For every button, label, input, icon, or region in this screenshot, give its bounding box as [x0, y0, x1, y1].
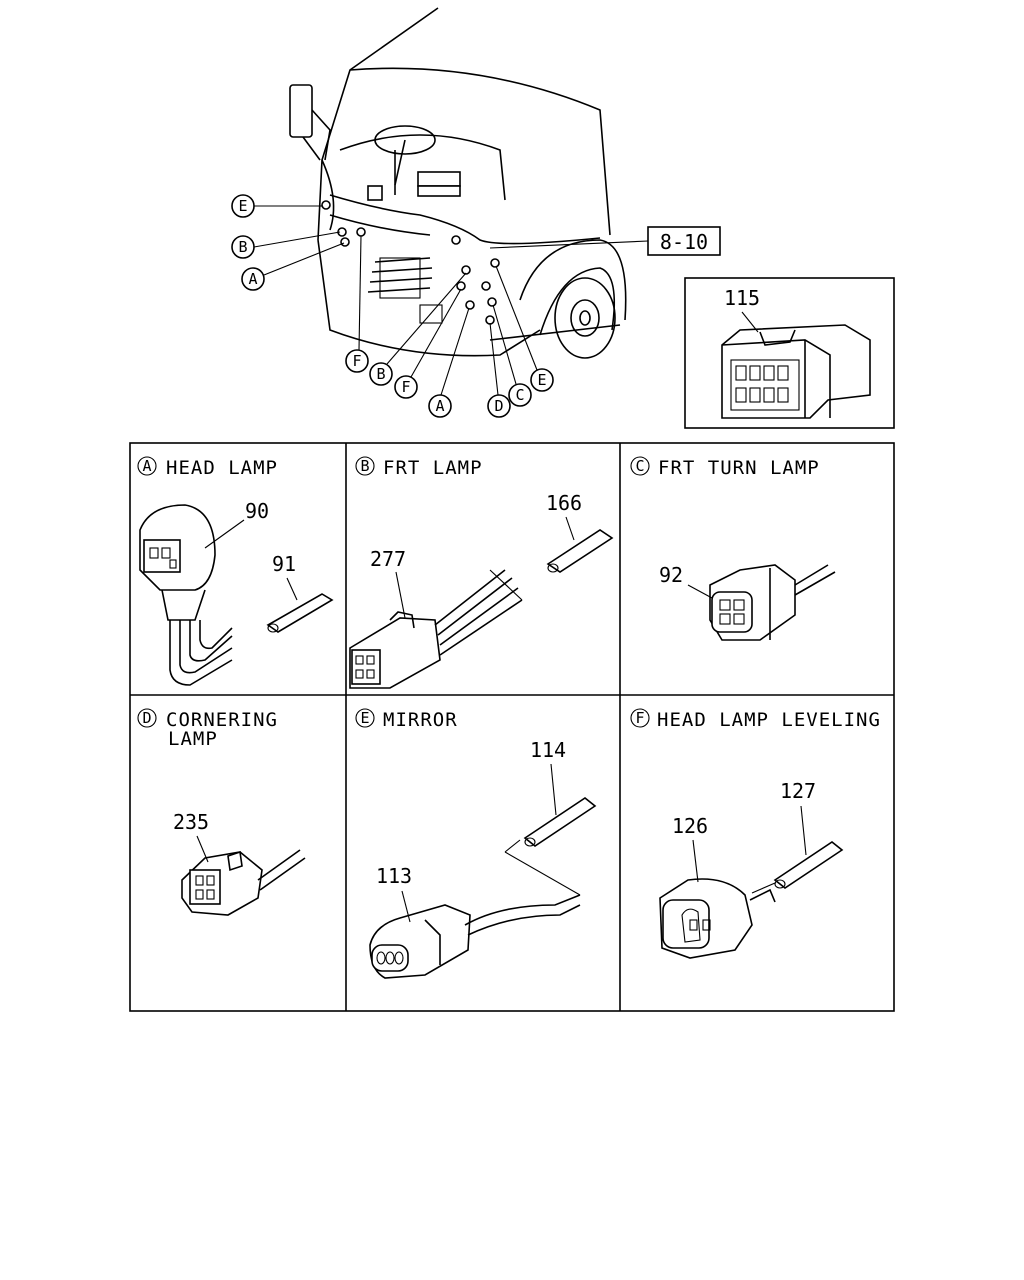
truck-cab-drawing [289, 7, 627, 359]
panel-f-letter: F [635, 709, 644, 727]
part-number-91: 91 [272, 552, 296, 576]
part-number-114: 114 [530, 738, 566, 762]
callout-bottom-c: C [515, 386, 524, 404]
callout-bottom-d: D [494, 397, 503, 415]
part-number-90: 90 [245, 499, 269, 523]
panel-a-title: HEAD LAMP [166, 457, 278, 479]
callout-group-bottom: F B F A D C E [345, 235, 554, 418]
callout-left-a: A [248, 270, 257, 288]
part-number-166: 166 [546, 491, 582, 515]
panel-b-title: FRT LAMP [383, 457, 483, 479]
panel-d-title: CORNERING [166, 709, 278, 731]
part-number-127: 127 [780, 779, 816, 803]
panel-c-letter: C [635, 457, 644, 475]
part-number-115: 115 [724, 286, 760, 310]
panel-d-letter: D [142, 709, 151, 727]
panel-d-title-line2: LAMP [168, 728, 218, 750]
part-number-92: 92 [659, 563, 683, 587]
reference-box: 8-10 [489, 226, 721, 256]
panel-b-frt-lamp: B FRT LAMP 166 277 [349, 456, 614, 689]
panel-e-letter: E [360, 709, 369, 727]
part-number-113: 113 [376, 864, 412, 888]
callout-bottom-e: E [537, 371, 546, 389]
part-number-235: 235 [173, 810, 209, 834]
panel-a-letter: A [142, 457, 151, 475]
panel-d-cornering-lamp: D CORNERING LAMP 235 [137, 708, 306, 916]
callout-bottom-f1: F [352, 352, 361, 370]
callout-bottom-b: B [376, 365, 385, 383]
panel-e-mirror: E MIRROR 114 113 [355, 708, 597, 979]
inset-connector-115: 115 [684, 277, 895, 429]
callout-group-left: E B A [231, 194, 345, 291]
panel-f-head-lamp-leveling: F HEAD LAMP LEVELING 127 126 [630, 708, 881, 959]
panel-a-head-lamp: A HEAD LAMP 90 91 [137, 456, 334, 686]
panel-c-title: FRT TURN LAMP [658, 457, 820, 479]
panel-f-title: HEAD LAMP LEVELING [657, 709, 881, 731]
callout-bottom-a: A [435, 397, 444, 415]
panel-c-frt-turn-lamp: C FRT TURN LAMP 92 [630, 456, 836, 641]
callout-left-b: B [238, 238, 247, 256]
panel-e-title: MIRROR [383, 709, 458, 731]
part-number-277: 277 [370, 547, 406, 571]
part-number-126: 126 [672, 814, 708, 838]
panel-grid [129, 442, 895, 1012]
callout-left-e: E [238, 197, 247, 215]
callout-bottom-f2: F [401, 378, 410, 396]
panel-b-letter: B [360, 457, 369, 475]
reference-label: 8-10 [660, 230, 708, 254]
